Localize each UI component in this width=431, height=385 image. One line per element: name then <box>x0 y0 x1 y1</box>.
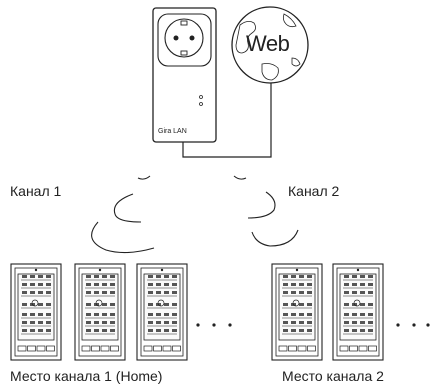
device-label: Gira LAN <box>158 128 187 135</box>
lan-cable <box>182 83 272 158</box>
lan-adapter <box>152 7 217 143</box>
wall-display-device <box>74 263 126 361</box>
location-2-label: Место канала 2 <box>282 368 384 384</box>
device-group <box>10 263 384 361</box>
wall-display-device <box>332 263 384 361</box>
globe-icon <box>231 6 309 84</box>
ellipsis-dots-2 <box>396 323 430 327</box>
radio-waves-channel-2 <box>233 175 299 247</box>
ellipsis-dots-1 <box>196 323 232 327</box>
wall-display-device <box>136 263 188 361</box>
channel-2-label: Канал 2 <box>288 183 340 199</box>
wall-display-device <box>271 263 323 361</box>
channel-1-label: Канал 1 <box>10 183 62 199</box>
internet-label: Web <box>246 31 290 56</box>
radio-waves-channel-1 <box>91 175 155 254</box>
location-1-label: Место канала 1 (Home) <box>10 368 163 384</box>
wall-display-device <box>10 263 62 361</box>
